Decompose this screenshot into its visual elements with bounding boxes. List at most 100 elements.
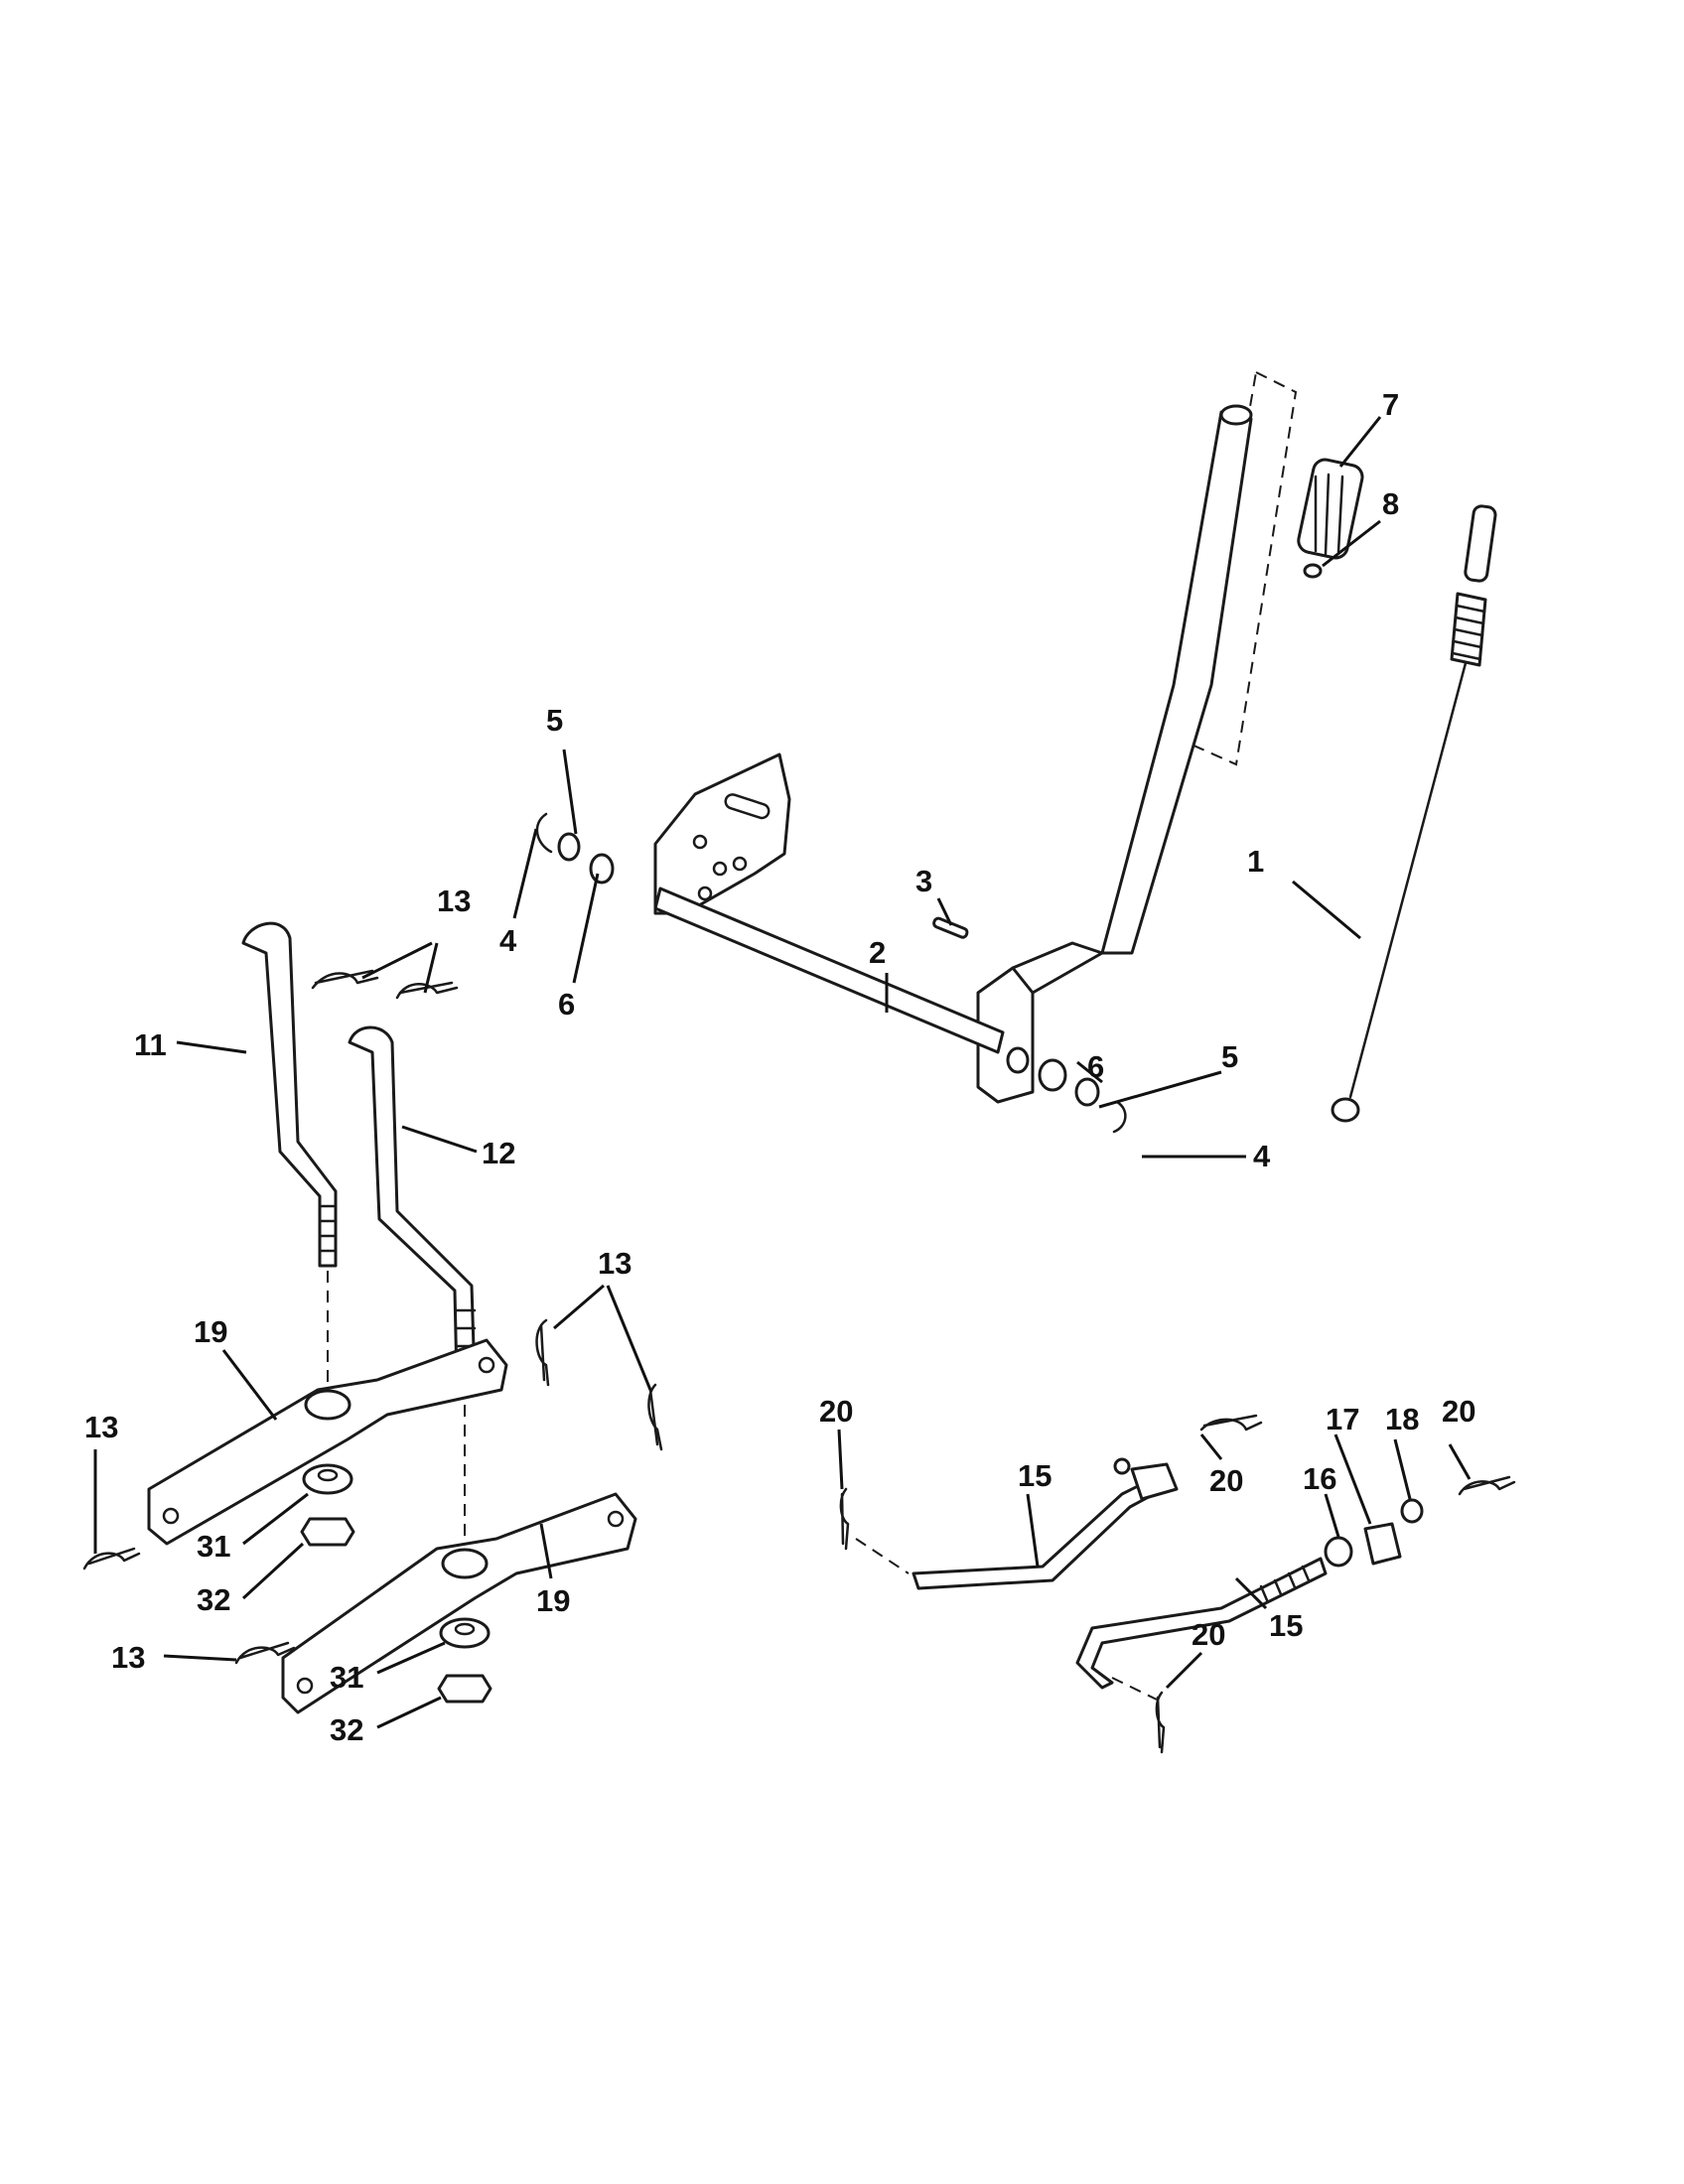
flat-washer-left — [557, 832, 581, 862]
callout-12: 12 — [482, 1136, 515, 1170]
leader-1 — [1292, 880, 1361, 940]
bushing-right — [1038, 1058, 1067, 1092]
nut-18 — [1400, 1498, 1424, 1524]
lift-link-right — [348, 1025, 477, 1549]
leader-20d — [1165, 1651, 1203, 1690]
callout-13c: 13 — [84, 1410, 118, 1444]
arm-hole — [607, 1510, 625, 1528]
lift-arm-upper — [147, 1338, 508, 1546]
adjustment-rod-upper — [912, 1457, 1179, 1590]
leader-lines — [93, 416, 1472, 1729]
leader-16 — [1324, 1493, 1340, 1538]
plate-slot — [724, 793, 771, 820]
hairpin-13f — [234, 1641, 296, 1665]
arm-socket — [304, 1389, 351, 1421]
callout-18: 18 — [1385, 1402, 1419, 1436]
lift-lever-rod — [1100, 410, 1253, 955]
callout-5a: 5 — [546, 703, 563, 738]
leader-18 — [1393, 1438, 1412, 1500]
plate-hole — [692, 834, 708, 850]
leader-12 — [401, 1125, 478, 1154]
callout-3: 3 — [915, 864, 932, 898]
handle-grip — [1297, 458, 1364, 560]
leader-13a — [361, 941, 433, 980]
leader-31a — [242, 1492, 309, 1546]
arm-hole — [162, 1507, 180, 1525]
callout-15a: 15 — [1018, 1458, 1052, 1493]
hairpin-13c — [535, 1318, 550, 1387]
lever-tube-end — [1219, 404, 1253, 426]
callout-15b: 15 — [1269, 1608, 1303, 1643]
plate-hole — [712, 861, 728, 877]
leader-20b — [1199, 1433, 1223, 1460]
callout-20a: 20 — [819, 1394, 853, 1429]
callout-7: 7 — [1382, 387, 1399, 422]
rod-thread — [1259, 1565, 1311, 1602]
callout-31a: 31 — [197, 1529, 230, 1564]
leader-15b — [1234, 1576, 1268, 1610]
callout-6b: 6 — [1087, 1049, 1104, 1084]
leader-13f — [163, 1654, 237, 1662]
lift-arm-19a — [147, 1338, 508, 1546]
leader-13c — [553, 1284, 605, 1330]
shaft-end-right — [1006, 1046, 1030, 1074]
callout-4a: 4 — [499, 923, 517, 958]
callout-17: 17 — [1326, 1402, 1359, 1436]
adjustment-rod-lower — [1075, 1498, 1424, 1690]
thread-11 — [318, 1204, 338, 1253]
cotter-pins-20 — [839, 1414, 1516, 1754]
leader-6b — [1076, 1060, 1103, 1084]
callout-13a: 13 — [437, 884, 471, 918]
lift-lever-assembly — [535, 370, 1298, 1134]
lift-rod-group — [1331, 504, 1497, 1123]
leader-20a — [837, 1429, 844, 1490]
hairpin-clips-13 — [82, 969, 663, 1665]
lift-link-11 — [241, 921, 338, 1268]
cotter-20a — [839, 1487, 850, 1551]
leader-7 — [1338, 416, 1382, 468]
callout-1: 1 — [1247, 844, 1264, 879]
callout-32a: 32 — [197, 1582, 230, 1617]
callout-31b: 31 — [330, 1660, 363, 1695]
leader-4a — [512, 828, 538, 919]
callout-20b: 20 — [1209, 1463, 1243, 1498]
spring-coils — [1451, 604, 1486, 661]
callout-labels: 1 2 3 4 4 5 5 6 6 7 8 11 12 13 13 13 13 … — [84, 387, 1475, 1747]
arm-hole — [296, 1677, 314, 1695]
roll-pin — [932, 916, 969, 939]
lift-arm-19b — [281, 1492, 637, 1714]
leader-31b — [376, 1641, 446, 1675]
leader-3 — [936, 897, 953, 926]
lever-bracket-face — [1011, 941, 1104, 995]
lift-link-12 — [348, 1025, 477, 1382]
leader-11 — [176, 1040, 247, 1054]
ferrule-17 — [1363, 1522, 1402, 1566]
washer-16 — [1324, 1536, 1353, 1568]
mounting-plate — [653, 752, 791, 915]
leader-5a — [562, 749, 578, 835]
leader-20c — [1448, 1443, 1472, 1480]
adjustment-block-bolt — [1113, 1457, 1131, 1475]
callout-6a: 6 — [558, 987, 575, 1022]
lift-rod-end — [1331, 1097, 1360, 1123]
hardware-left — [300, 1463, 492, 1704]
hairpin-13e — [82, 1547, 141, 1570]
leader-13d — [606, 1285, 652, 1391]
callout-2: 2 — [869, 935, 886, 970]
leader-13b — [423, 942, 439, 994]
arm-hole — [478, 1356, 495, 1374]
leader-15a — [1026, 1493, 1040, 1568]
bushing-31a-hole — [317, 1468, 339, 1482]
e-clip-right — [1112, 1100, 1127, 1134]
leader-32a — [241, 1542, 305, 1600]
lift-rod-cable — [1348, 661, 1468, 1099]
hairpin-13a — [311, 969, 379, 990]
leader-8 — [1322, 519, 1381, 568]
leader-32b — [376, 1696, 442, 1729]
cross-shaft — [653, 887, 1005, 1054]
bushing-left — [589, 853, 615, 885]
callout-20d: 20 — [1192, 1617, 1225, 1652]
handle-grip-group — [1297, 458, 1364, 579]
grip-ribs — [1314, 473, 1344, 556]
adjustment-block-upper — [1130, 1462, 1179, 1501]
